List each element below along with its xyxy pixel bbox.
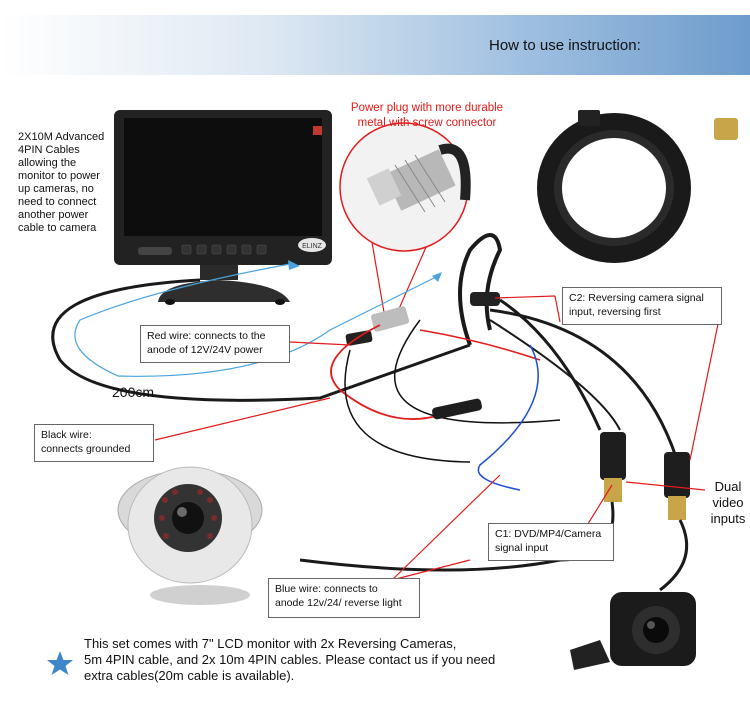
cable-coil-image xyxy=(537,110,738,263)
dual-video-inputs-label: Dual video inputs xyxy=(710,479,746,526)
dome-camera-image xyxy=(117,466,263,605)
cables-note: 2X10M Advanced 4PIN Cables allowing the … xyxy=(18,131,105,234)
c1-label: C1: DVD/MP4/Camera signal input xyxy=(488,523,614,561)
star-icon xyxy=(47,651,73,675)
cable-length-label: 200cm xyxy=(112,384,154,400)
lcd-monitor-image: ELINZ xyxy=(114,110,332,305)
c1-connector xyxy=(600,432,626,502)
package-description: This set comes with 7" LCD monitor with … xyxy=(84,636,496,683)
c2-label: C2: Reversing camera signal input, rever… xyxy=(562,287,722,325)
power-plug-note: Power plug with more durable metal with … xyxy=(350,102,504,129)
power-plug-zoom xyxy=(339,122,471,319)
red-wire-label: Red wire: connects to the anode of 12V/2… xyxy=(140,325,290,363)
black-wire-label: Black wire: connects grounded xyxy=(34,424,154,462)
reversing-camera-image xyxy=(570,592,696,670)
brand-logo: ELINZ xyxy=(302,243,323,250)
header-banner xyxy=(0,15,750,75)
page-title: How to use instruction: xyxy=(489,37,641,54)
blue-wire-label: Blue wire: connects to anode 12v/24/ rev… xyxy=(268,578,420,618)
